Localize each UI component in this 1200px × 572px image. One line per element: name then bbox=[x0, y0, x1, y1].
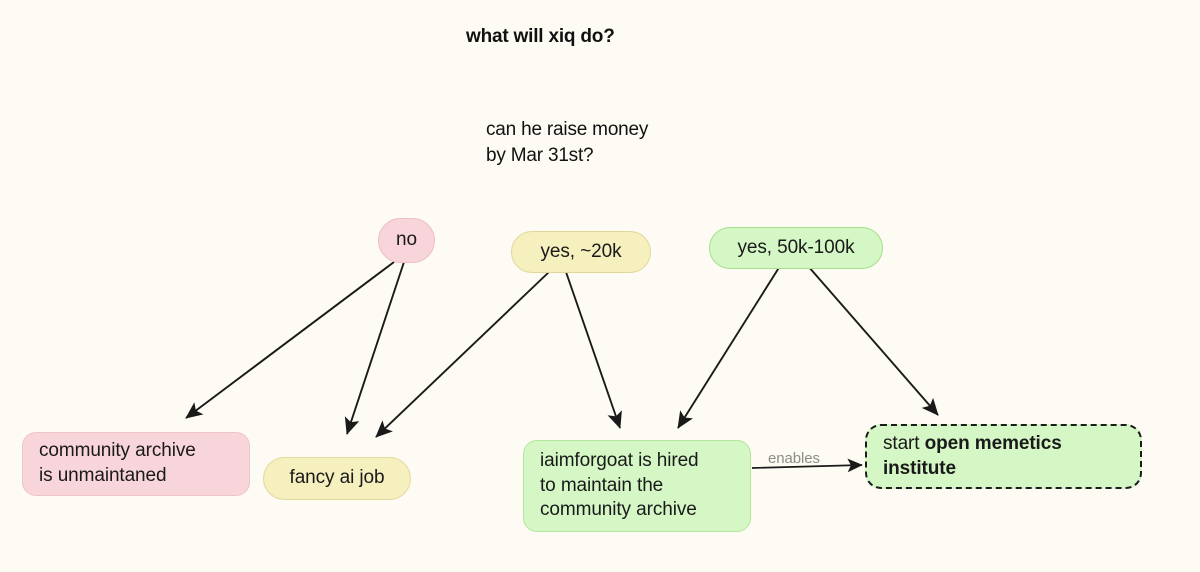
node-yes-50k-100k-label: yes, 50k-100k bbox=[737, 236, 855, 258]
node-open-memetics-text: start open memetics institute bbox=[883, 432, 1062, 481]
node-yes-20k[interactable]: yes, ~20k bbox=[511, 231, 651, 273]
node-open-memetics-institute[interactable]: start open memetics institute bbox=[865, 424, 1142, 489]
node-yes-20k-label: yes, ~20k bbox=[540, 240, 622, 262]
edge-yes50k-to-open-memetics bbox=[807, 265, 939, 416]
node-community-archive-label: community archive is unmaintaned bbox=[39, 440, 196, 486]
node-open-memetics-bold: open memetics institute bbox=[883, 432, 1062, 479]
root-question-text: can he raise money by Mar 31st? bbox=[486, 119, 649, 166]
node-no-label: no bbox=[396, 229, 417, 251]
node-fancy-ai-job[interactable]: fancy ai job bbox=[263, 457, 411, 500]
edge-no-to-fancy-ai-job bbox=[344, 261, 405, 435]
node-iaimforgoat-hired[interactable]: iaimforgoat is hired to maintain the com… bbox=[523, 440, 751, 532]
edge-label-enables: enables bbox=[768, 450, 820, 467]
edge-yes20k-to-iaimforgoat bbox=[565, 271, 622, 429]
node-community-archive-unmaintained[interactable]: community archive is unmaintaned bbox=[22, 432, 250, 496]
edge-no-to-community-archive bbox=[185, 261, 395, 419]
edge-yes50k-to-iaimforgoat bbox=[677, 265, 781, 429]
edge-yes20k-to-fancy-ai-job bbox=[375, 271, 550, 438]
node-no[interactable]: no bbox=[378, 218, 435, 263]
diagram-title: what will xiq do? bbox=[466, 26, 615, 47]
node-iaimforgoat-label: iaimforgoat is hired to maintain the com… bbox=[540, 449, 699, 521]
node-open-memetics-prefix: start bbox=[883, 432, 925, 454]
node-fancy-ai-job-label: fancy ai job bbox=[289, 467, 385, 489]
node-yes-50k-100k[interactable]: yes, 50k-100k bbox=[709, 227, 883, 269]
